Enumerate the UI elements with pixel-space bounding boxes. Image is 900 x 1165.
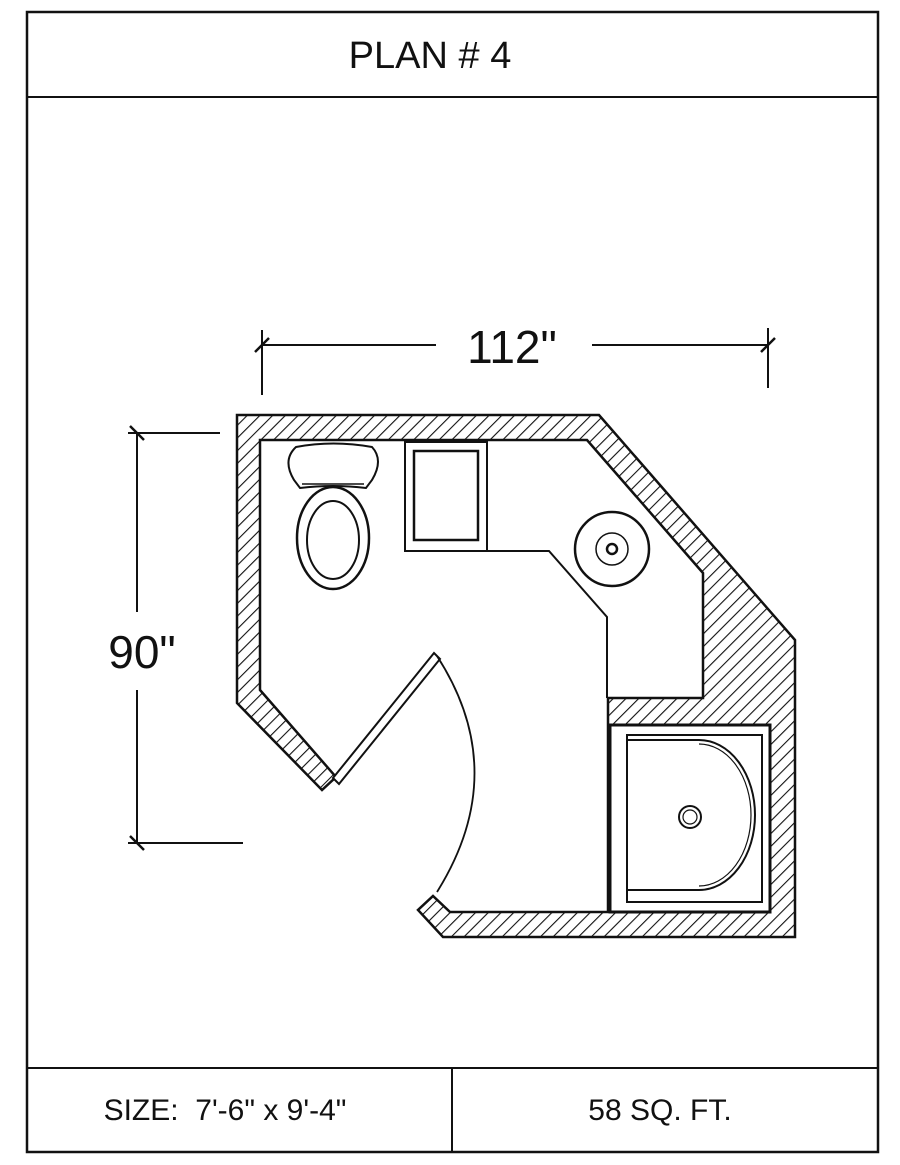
depth-label: 90": [108, 626, 176, 678]
sink-icon: [573, 510, 651, 588]
shower-icon: [608, 723, 772, 914]
toilet-icon: [287, 442, 379, 591]
door-icon: [331, 651, 476, 893]
depth-dimension: 90": [108, 425, 243, 851]
plan-title: PLAN # 4: [349, 35, 512, 77]
size-label: SIZE: 7'-6" x 9'-4": [104, 1094, 347, 1127]
sheet-border: [25, 10, 880, 1154]
cabinet-icon: [404, 441, 488, 552]
area-label: 58 SQ. FT.: [588, 1094, 731, 1127]
counter: [486, 441, 608, 698]
width-dimension: 112": [254, 321, 776, 395]
width-label: 112": [467, 321, 557, 373]
